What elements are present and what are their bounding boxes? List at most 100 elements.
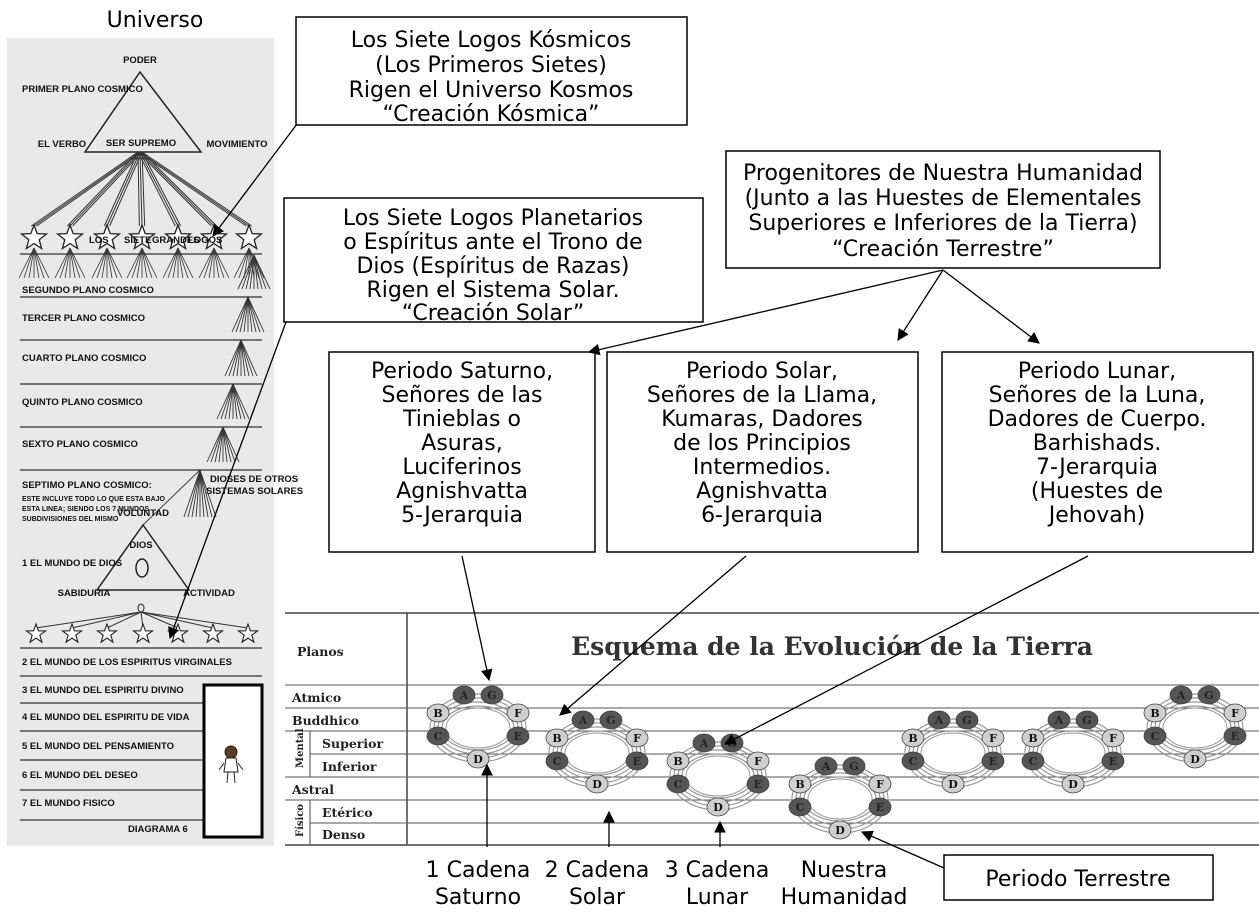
cascade-line [236, 339, 242, 377]
period-line: Dadores de Cuerpo. [988, 407, 1207, 432]
globe-icon [981, 728, 1005, 748]
chain-label: Humanidad [781, 885, 908, 910]
globe-icon [506, 726, 530, 746]
fan-line [139, 151, 250, 227]
world-label: 6 EL MUNDO DEL DESEO [22, 770, 138, 781]
globe-icon [941, 774, 965, 794]
globe-letter: G [1204, 689, 1213, 702]
globe-icon [1047, 710, 1071, 730]
globe-letter: C [674, 778, 683, 791]
star-row-label: LOS [89, 235, 109, 246]
star-icon [234, 223, 264, 250]
cascade-line [253, 254, 267, 290]
spirits-fan [35, 611, 249, 629]
cascade-line [195, 469, 201, 518]
cascade-line [199, 469, 205, 518]
globe-icon [901, 728, 925, 748]
callout-line: Progenitores de Nuestra Humanidad [743, 161, 1143, 186]
globe-icon [868, 774, 892, 794]
fan-line [140, 611, 179, 629]
fan-line [109, 151, 143, 227]
fringe-line [106, 247, 113, 279]
globe-letter: G [1082, 714, 1091, 727]
globe-icon [1021, 728, 1045, 748]
cascade-line [224, 383, 234, 420]
globe-icon [1101, 728, 1125, 748]
globe-letter: E [633, 755, 641, 768]
chain-label: 3 Cadena [665, 858, 770, 883]
fan-line [139, 151, 143, 227]
cascade-line [240, 339, 246, 377]
plane-label: SEPTIMO PLANO COSMICO: [22, 480, 152, 491]
globe-letter: F [754, 755, 762, 768]
globe-icon [1075, 710, 1099, 730]
fringe-line [18, 247, 35, 279]
globe-letter: A [578, 714, 588, 727]
row-label: Buddhico [292, 713, 359, 728]
globe-letter: C [434, 730, 443, 743]
period-saturn-box: Periodo Saturno, Señores de las Tiniebla… [328, 351, 596, 553]
fringe-line [106, 247, 123, 279]
connector-arrows [168, 123, 1089, 869]
row-label: Denso [322, 827, 365, 842]
cascade-line [231, 296, 249, 333]
plane-label: CUARTO PLANO COSMICO [22, 353, 146, 364]
cascade-line [243, 296, 249, 333]
globe-letter: B [908, 732, 917, 745]
cascade-line [187, 469, 201, 518]
cascade-line [232, 383, 246, 420]
plane-label: PRIMER PLANO COSMICO [22, 84, 143, 95]
globe-icon [1223, 726, 1247, 746]
fan-line [139, 151, 179, 227]
globe-letter: D [592, 778, 602, 791]
cascade-line [222, 426, 232, 463]
globe-icon [666, 751, 690, 771]
globe-icon [466, 749, 490, 769]
fan-line [137, 151, 176, 227]
globe-icon [1101, 751, 1125, 771]
row-label: Etérico [322, 805, 373, 820]
globe-icon [692, 733, 716, 753]
period-line: Señores de la Llama, [647, 383, 877, 408]
triangle-left-label: EL VERBO [38, 139, 86, 150]
globe-letter: D [713, 801, 723, 814]
globe-icon [981, 751, 1005, 771]
globe-icon [480, 685, 504, 705]
globe-letter: D [948, 778, 958, 791]
period-line: Kumaras, Dadores [661, 407, 863, 432]
cascade-line [199, 469, 209, 518]
fringe-line [28, 247, 35, 279]
terrestrial-label: Periodo Terrestre [985, 867, 1170, 892]
cascade-line [232, 383, 250, 420]
cascade-line [240, 339, 250, 377]
cascade-line [214, 426, 224, 463]
world-label: 1 EL MUNDO DE DIOS [22, 558, 122, 569]
fan-line [33, 151, 141, 227]
globe-icon [901, 751, 925, 771]
fringe-line [238, 247, 250, 279]
globe-letter: C [909, 755, 918, 768]
world-label: 4 EL MUNDO DEL ESPIRITU DE VIDA [22, 712, 190, 723]
fan-line [141, 151, 218, 227]
cascade-line [228, 339, 242, 377]
chain-label: 1 Cadena [426, 858, 531, 883]
fringe-line [198, 247, 215, 279]
triangle-right-label: MOVIMIENTO [206, 139, 267, 150]
planes-header: Planos [297, 644, 344, 659]
globe-icon [1197, 685, 1221, 705]
period-line: Luciferinos [402, 455, 521, 480]
chain-label: Lunar [686, 885, 749, 910]
fan-line [141, 151, 182, 227]
globe-letter: C [1029, 755, 1038, 768]
globe-letter: F [876, 778, 884, 791]
globe-icon [1183, 749, 1207, 769]
globe-letter: E [989, 755, 997, 768]
fringe-line [172, 247, 179, 279]
plane-label: QUINTO PLANO COSMICO [22, 397, 143, 408]
